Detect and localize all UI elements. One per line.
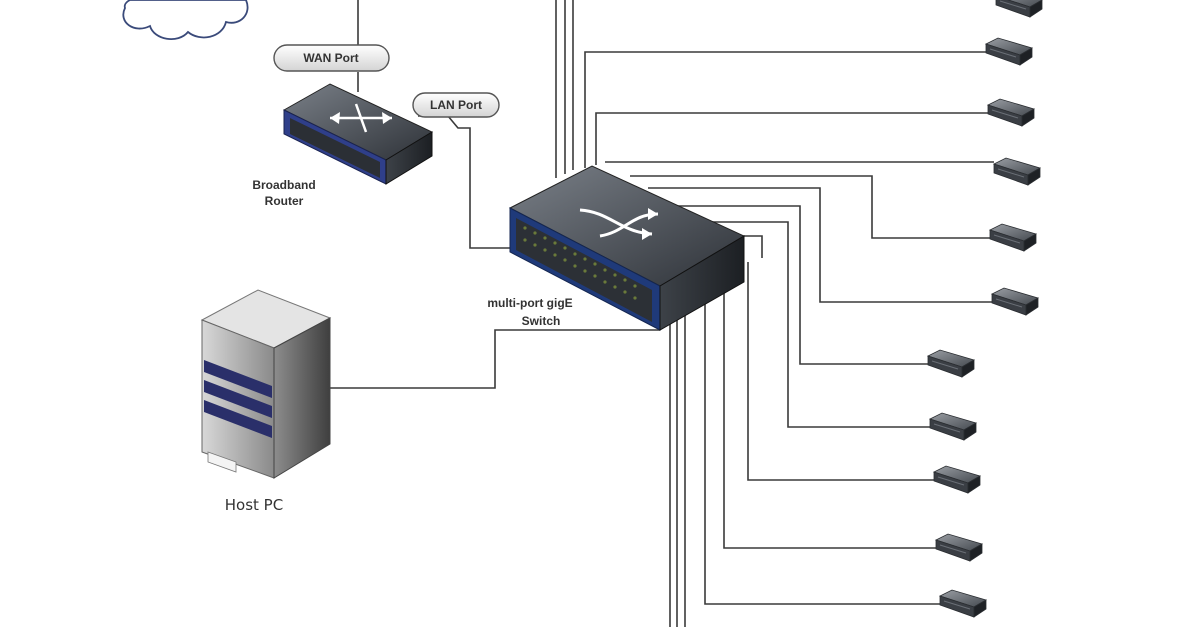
gige-camera-icon — [939, 589, 987, 618]
lan-port-text: LAN Port — [430, 98, 482, 112]
gige-camera-icon — [993, 157, 1041, 186]
gige-camera-icon — [935, 533, 983, 562]
gige-camera-icon — [985, 37, 1033, 66]
gige-camera-icon — [995, 0, 1043, 18]
gige-camera-icon — [989, 223, 1037, 252]
host-pc-tower-icon — [200, 289, 332, 479]
broadband-router-icon — [282, 83, 434, 185]
gige-camera-icon — [929, 412, 977, 441]
camera-group — [927, 0, 1043, 618]
connection-wires — [330, 0, 994, 627]
router-label-line2: Router — [265, 194, 304, 208]
gige-camera-icon — [991, 287, 1039, 316]
internet-cloud-icon — [122, 0, 249, 40]
wan-port-text: WAN Port — [303, 51, 358, 65]
wan-port-label: WAN Port — [273, 44, 390, 72]
gige-camera-icon — [987, 98, 1035, 127]
switch-label-line2: Switch — [522, 314, 561, 328]
switch-label-line1: multi-port gigE — [487, 296, 572, 310]
lan-port-label: LAN Port — [412, 92, 500, 118]
gige-camera-icon — [927, 349, 975, 378]
router-label-line1: Broadband — [252, 178, 315, 192]
host-pc-label: Host PC — [225, 496, 283, 514]
network-switch-icon — [508, 165, 746, 331]
gige-camera-icon — [933, 465, 981, 494]
